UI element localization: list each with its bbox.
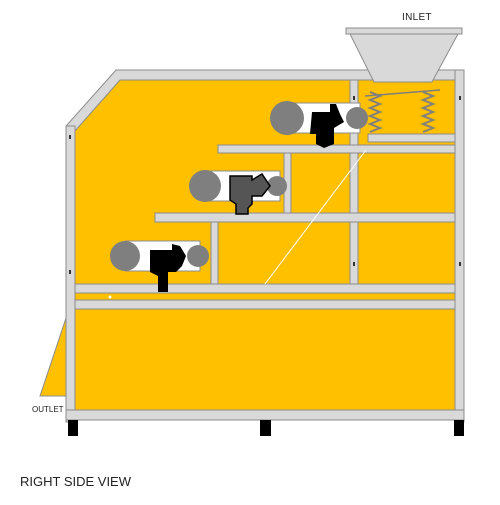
frame-holes [69,96,461,299]
inlet-hopper [345,27,463,83]
feet [68,420,464,436]
pulley [189,170,221,202]
conveyor-unit-lower [110,240,209,292]
pulley [270,101,304,135]
pulley [267,176,287,196]
view-title: RIGHT SIDE VIEW [20,474,131,489]
pulley [110,241,140,271]
outlet-label: OUTLET [32,405,64,414]
inlet-label: INLET [402,12,432,23]
motor [310,104,344,148]
guide-line [264,149,367,285]
motor [229,172,271,215]
conveyor-unit-top [270,101,368,148]
pulley [187,245,209,267]
pulley [346,107,368,129]
conveyor-unit-middle [189,170,287,215]
shelves [154,133,456,223]
motor [150,244,186,292]
springs [364,89,441,133]
